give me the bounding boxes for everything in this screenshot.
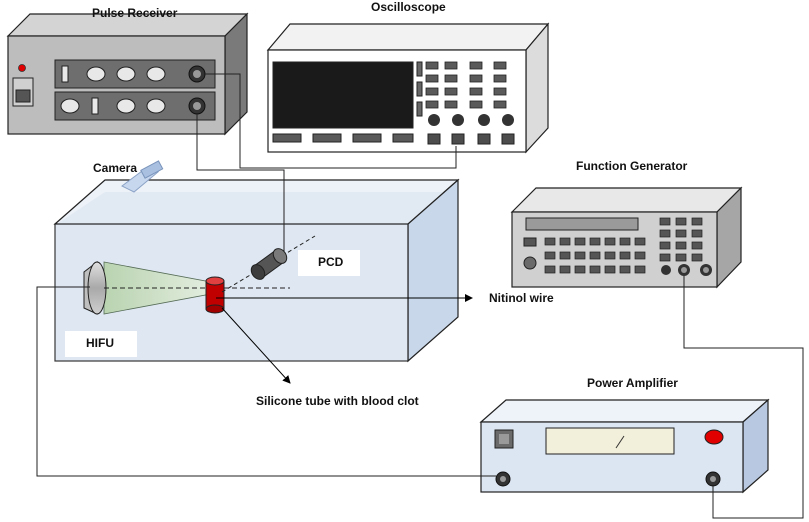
power-amplifier: Power Amplifier <box>479 376 770 494</box>
oscilloscope-input[interactable] <box>477 133 491 145</box>
hifu-transducer <box>83 260 290 315</box>
pulse-receiver-knob[interactable] <box>116 98 136 114</box>
function-generator-output[interactable] <box>661 265 671 275</box>
silicone-tube <box>205 276 225 314</box>
oscilloscope-label: Oscilloscope <box>371 0 446 14</box>
power-amplifier-meter <box>545 427 675 455</box>
oscilloscope-knob[interactable] <box>452 114 464 126</box>
nitinol-wire-label: Nitinol wire <box>489 291 554 305</box>
pulse-receiver-knob[interactable] <box>146 66 166 82</box>
oscilloscope-input[interactable] <box>427 133 441 145</box>
function-generator: Function Generator <box>510 159 743 289</box>
cable-receiver-to-pcd <box>196 114 285 252</box>
pulse-receiver-knob[interactable] <box>146 98 166 114</box>
function-generator-display <box>525 217 639 231</box>
silicone-tube-arrow <box>221 307 291 384</box>
cable-receiver-to-oscilloscope <box>205 73 457 169</box>
pcd-transducer <box>221 235 316 293</box>
oscilloscope-input[interactable] <box>501 133 515 145</box>
pulse-receiver: Pulse Receiver <box>6 6 249 136</box>
oscilloscope: Oscilloscope <box>266 0 550 154</box>
silicone-tube-label: Silicone tube with blood clot <box>256 394 419 408</box>
oscilloscope-knob[interactable] <box>428 114 440 126</box>
cable-generator-to-amplifier <box>683 276 804 519</box>
pulse-receiver-led <box>18 64 26 72</box>
oscilloscope-knob[interactable] <box>478 114 490 126</box>
function-generator-label: Function Generator <box>576 159 688 173</box>
pcd-label: PCD <box>318 255 344 269</box>
function-generator-knob[interactable] <box>523 256 537 270</box>
oscilloscope-knob[interactable] <box>502 114 514 126</box>
power-amplifier-label: Power Amplifier <box>587 376 678 390</box>
pulse-receiver-knob[interactable] <box>60 98 80 114</box>
camera: Camera <box>93 160 164 193</box>
cables <box>36 73 804 519</box>
oscilloscope-input[interactable] <box>451 133 465 145</box>
power-amplifier-led <box>704 429 724 445</box>
pulse-receiver-label: Pulse Receiver <box>92 6 178 20</box>
pulse-receiver-knob[interactable] <box>86 66 106 82</box>
oscilloscope-screen <box>272 61 414 129</box>
hifu-label: HIFU <box>86 336 114 350</box>
pulse-receiver-knob[interactable] <box>116 66 136 82</box>
camera-label: Camera <box>93 161 137 175</box>
cable-hifu-to-amplifier <box>36 286 496 477</box>
